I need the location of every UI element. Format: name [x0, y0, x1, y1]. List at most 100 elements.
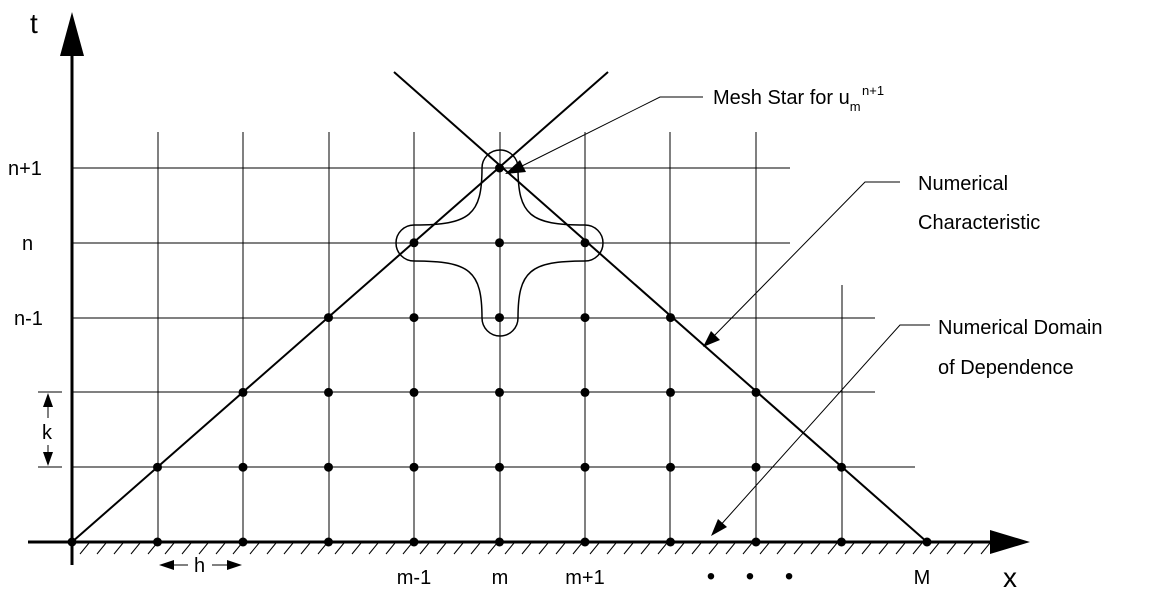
k-label: k — [42, 422, 53, 444]
hatch-mark — [266, 542, 277, 555]
h-left-arrow — [159, 560, 174, 570]
mesh-node — [495, 163, 504, 173]
right-characteristic-line — [393, 71, 928, 543]
hatch-mark — [606, 542, 617, 555]
mesh-node — [751, 462, 761, 472]
domain-label-line2: of Dependence — [938, 357, 1074, 379]
characteristic-leader — [709, 181, 900, 341]
hatch-mark — [181, 542, 192, 555]
domain-callout: Numerical Domain of Dependence — [711, 317, 1103, 536]
characteristic-label-line2: Characteristic — [918, 212, 1040, 234]
hatch-mark — [470, 542, 481, 555]
mesh-node — [324, 537, 333, 547]
hatch-mark — [249, 542, 260, 555]
hatch-mark — [113, 542, 124, 555]
hatch-mark — [589, 542, 600, 555]
hatch-mark — [810, 542, 821, 555]
mesh-star-leader — [513, 96, 703, 171]
mesh-node — [324, 462, 333, 472]
hatch-mark — [130, 542, 141, 555]
hatch-mark — [521, 542, 532, 555]
mesh-nodes — [67, 163, 932, 547]
hatch-mark — [572, 542, 583, 555]
mesh-node — [666, 387, 675, 397]
hatch-mark — [96, 542, 107, 555]
hatch-mark — [793, 542, 804, 555]
mesh-star-callout: Mesh Star for um n+1 — [505, 83, 884, 174]
hatch-mark — [827, 542, 838, 555]
mesh-node — [580, 238, 590, 248]
space-position-labels: m-1 m m+1 • • • M — [397, 563, 931, 590]
hatch-mark — [674, 542, 685, 555]
mesh-node — [666, 537, 675, 547]
k-step-indicator: k — [38, 391, 62, 468]
label-M: M — [914, 567, 931, 589]
hatch-mark — [912, 542, 923, 555]
hatch-mark — [215, 542, 226, 555]
hatch-mark — [742, 542, 753, 555]
mesh-star-label: Mesh Star for um — [713, 87, 861, 114]
mesh-star-subscript: m — [850, 99, 861, 114]
mesh-node — [837, 462, 846, 472]
label-n-plus-1: n+1 — [8, 158, 42, 180]
hatch-mark — [946, 542, 957, 555]
mesh-node — [495, 238, 504, 248]
mesh-star-outline — [395, 149, 604, 337]
mesh-node — [324, 313, 333, 323]
mesh-node — [580, 313, 590, 323]
mesh-node — [153, 462, 162, 472]
hatch-mark — [334, 542, 345, 555]
mesh-node — [666, 313, 675, 323]
hatch-mark — [538, 542, 549, 555]
k-up-arrow — [43, 393, 53, 407]
label-n-minus-1: n-1 — [14, 308, 43, 330]
mesh-node — [580, 462, 590, 472]
hatch-mark — [487, 542, 498, 555]
hatch-mark — [436, 542, 447, 555]
k-down-arrow — [43, 452, 53, 466]
mesh-star-superscript: n+1 — [862, 83, 884, 98]
mesh-node — [580, 387, 590, 397]
label-ellipsis: • • • — [707, 563, 806, 590]
hatch-mark — [844, 542, 855, 555]
mesh-node — [666, 462, 675, 472]
left-characteristic-line — [71, 71, 609, 543]
hatch-mark — [555, 542, 566, 555]
mesh-node — [580, 537, 590, 547]
mesh-node — [837, 537, 846, 547]
mesh-node — [409, 238, 419, 248]
hatch-mark — [759, 542, 770, 555]
hatch-mark — [861, 542, 872, 555]
hatch-mark — [164, 542, 175, 555]
hatch-mark — [895, 542, 906, 555]
mesh-node — [409, 537, 419, 547]
mesh-node — [409, 462, 419, 472]
hatch-mark — [963, 542, 974, 555]
characteristic-callout: Numerical Characteristic — [703, 173, 1040, 347]
mesh-node — [922, 537, 932, 547]
hatch-mark — [283, 542, 294, 555]
hatch-mark — [623, 542, 634, 555]
mesh-node — [495, 537, 504, 547]
hatch-mark — [79, 542, 90, 555]
numerical-characteristics — [71, 71, 928, 543]
hatch-mark — [419, 542, 430, 555]
hatch-mark — [929, 542, 940, 555]
label-m-plus-1: m+1 — [565, 567, 604, 589]
h-right-arrow — [227, 560, 242, 570]
mesh-star-prefix: Mesh Star for u — [713, 87, 850, 109]
characteristic-label-line1: Numerical — [918, 173, 1008, 195]
mesh-node — [495, 462, 504, 472]
characteristic-leader-arrow — [703, 331, 720, 347]
mesh-node — [324, 387, 333, 397]
hatch-mark — [708, 542, 719, 555]
h-label: h — [194, 555, 205, 577]
label-m-minus-1: m-1 — [397, 567, 431, 589]
label-m: m — [492, 567, 509, 589]
domain-label-line1: Numerical Domain — [938, 317, 1103, 339]
hatch-mark — [368, 542, 379, 555]
mesh-node — [495, 313, 504, 323]
hatch-mark — [640, 542, 651, 555]
mesh-node — [67, 537, 77, 547]
